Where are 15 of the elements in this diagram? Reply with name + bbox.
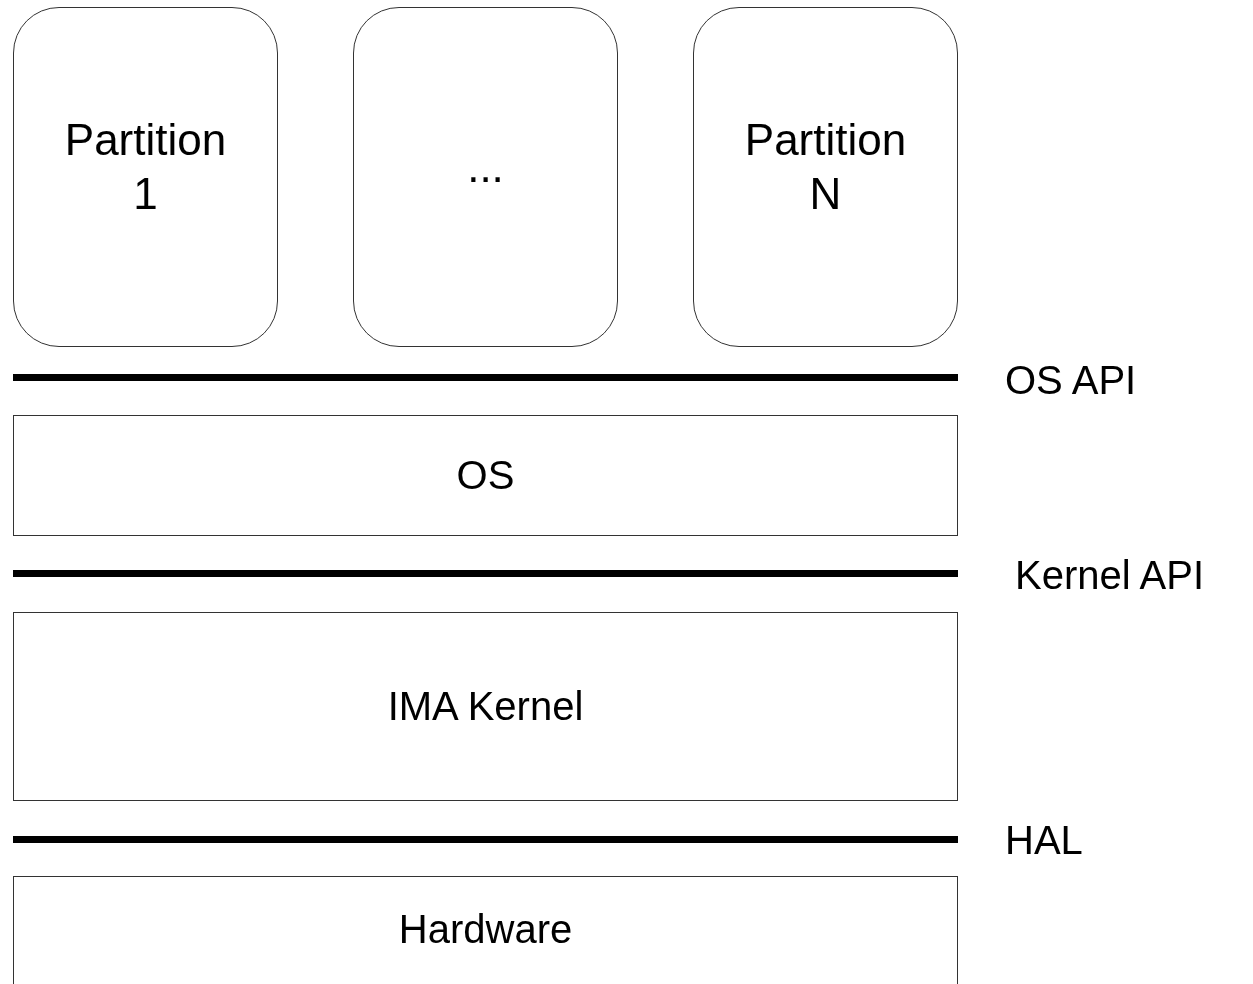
interface-label: HAL — [1005, 818, 1083, 863]
node-label: Partition 1 — [63, 114, 228, 220]
node-label: OS — [456, 452, 515, 500]
node-label: IMA Kernel — [387, 683, 584, 731]
layer-box — [13, 415, 958, 536]
node-label: Hardware — [398, 905, 573, 953]
node-label: ... — [467, 141, 504, 194]
interface-label: Kernel API — [1015, 553, 1204, 598]
partition-box — [353, 7, 618, 347]
layer-box — [13, 876, 958, 984]
partition-box — [693, 7, 958, 347]
node-label: Partition N — [743, 114, 908, 220]
interface-label: OS API — [1005, 358, 1137, 403]
partition-box — [13, 7, 278, 347]
layer-box — [13, 612, 958, 801]
